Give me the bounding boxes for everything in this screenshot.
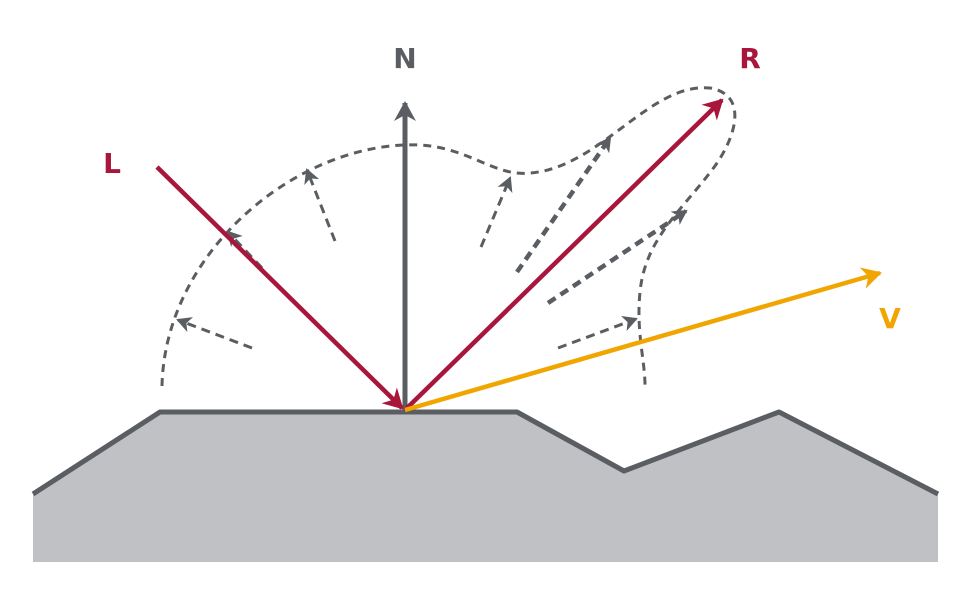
label-light: L <box>103 147 121 180</box>
view-vector <box>404 267 882 413</box>
scatter-arrows <box>176 136 688 350</box>
label-normal: N <box>393 42 416 75</box>
label-view: V <box>879 302 901 335</box>
light-vector <box>155 165 404 410</box>
scatter-arrow <box>304 168 337 242</box>
scatter-arrow <box>479 176 513 248</box>
reflection-vector <box>403 98 724 412</box>
surface <box>31 409 940 562</box>
label-reflection: R <box>739 42 761 75</box>
scatter-arrow <box>176 317 253 350</box>
scatter-arrow <box>546 209 688 305</box>
reflectance-lobe <box>160 86 737 387</box>
scatter-arrow <box>557 316 638 350</box>
scatter-arrow <box>515 136 612 274</box>
